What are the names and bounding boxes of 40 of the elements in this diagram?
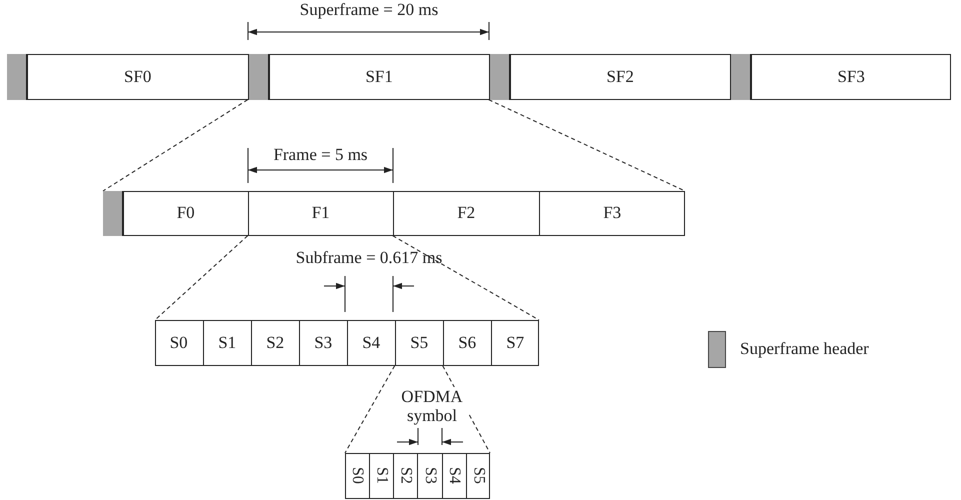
segment-label: S4	[362, 332, 380, 353]
segment-label: S0	[170, 332, 188, 353]
legend-label: Superframe header	[740, 340, 869, 359]
segment-label: F2	[457, 203, 476, 224]
segment-label: SF2	[606, 66, 634, 87]
segment-label: F1	[312, 203, 330, 224]
segment-label: SF0	[124, 66, 152, 87]
zoom-line	[102, 99, 248, 192]
header-block	[102, 190, 123, 236]
segment-label: S5	[469, 467, 488, 484]
dimension-label: Superframe = 20 ms	[298, 1, 440, 20]
segment-label: S3	[314, 332, 332, 353]
zoom-line	[392, 235, 540, 320]
frame-bar	[7, 54, 951, 100]
frame-bar	[103, 191, 685, 236]
segment-label: SF1	[365, 66, 393, 87]
segment-label: S2	[266, 332, 284, 353]
segment-label: S0	[348, 467, 366, 484]
zoom-line	[488, 99, 686, 192]
header-block	[730, 54, 751, 100]
zoom-line	[344, 365, 396, 454]
segment-label: SF3	[837, 66, 865, 87]
header-block	[6, 54, 27, 100]
segment-label: S5	[410, 332, 428, 353]
header-block	[248, 54, 269, 100]
segment-label: S7	[506, 332, 524, 353]
segment-label: F3	[603, 203, 622, 224]
segment-label: S2	[396, 467, 415, 484]
zoom-line	[154, 235, 248, 320]
segment-label: F0	[176, 203, 195, 224]
segment-label: S1	[372, 467, 390, 484]
frame-bar	[345, 453, 490, 499]
segment-label: S1	[218, 332, 236, 353]
segment-label: S4	[445, 467, 464, 484]
segment-label: S3	[420, 467, 439, 484]
header-block	[488, 54, 510, 100]
dimension-label: Subframe = 0.617 ms	[294, 249, 444, 268]
dimension-label: Frame = 5 ms	[272, 146, 369, 165]
segment-label: S6	[458, 332, 476, 353]
frame-bar	[155, 320, 539, 366]
